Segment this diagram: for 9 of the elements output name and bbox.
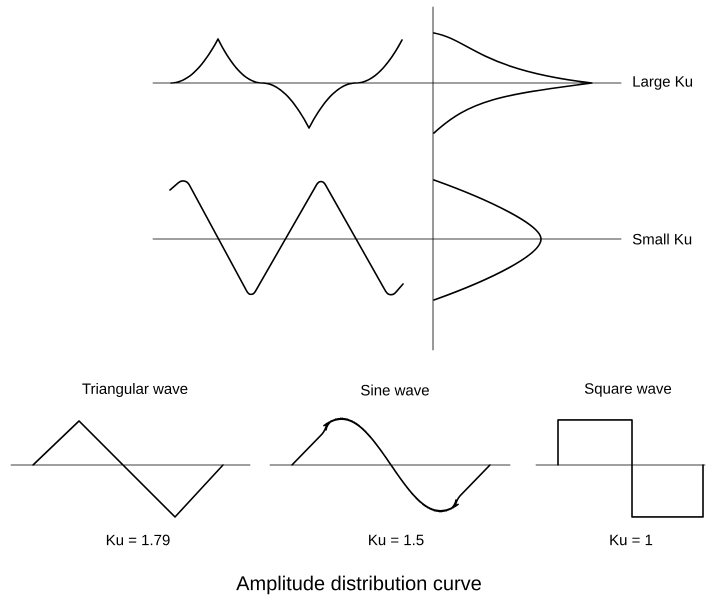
kurtosis-value: Ku = 1: [610, 534, 652, 546]
wave-title: Sine wave: [361, 384, 429, 396]
kurtosis-value: Ku = 1.79: [106, 534, 170, 546]
curve-label: Large Ku: [633, 76, 692, 90]
curve-label: Small Ku: [632, 233, 692, 244]
wave-title: Triangular wave: [82, 383, 188, 397]
kurtosis-value: Ku = 1.5: [369, 534, 424, 546]
wave-title: Square wave: [584, 383, 672, 397]
caption: Amplitude distribution curve: [236, 576, 481, 594]
